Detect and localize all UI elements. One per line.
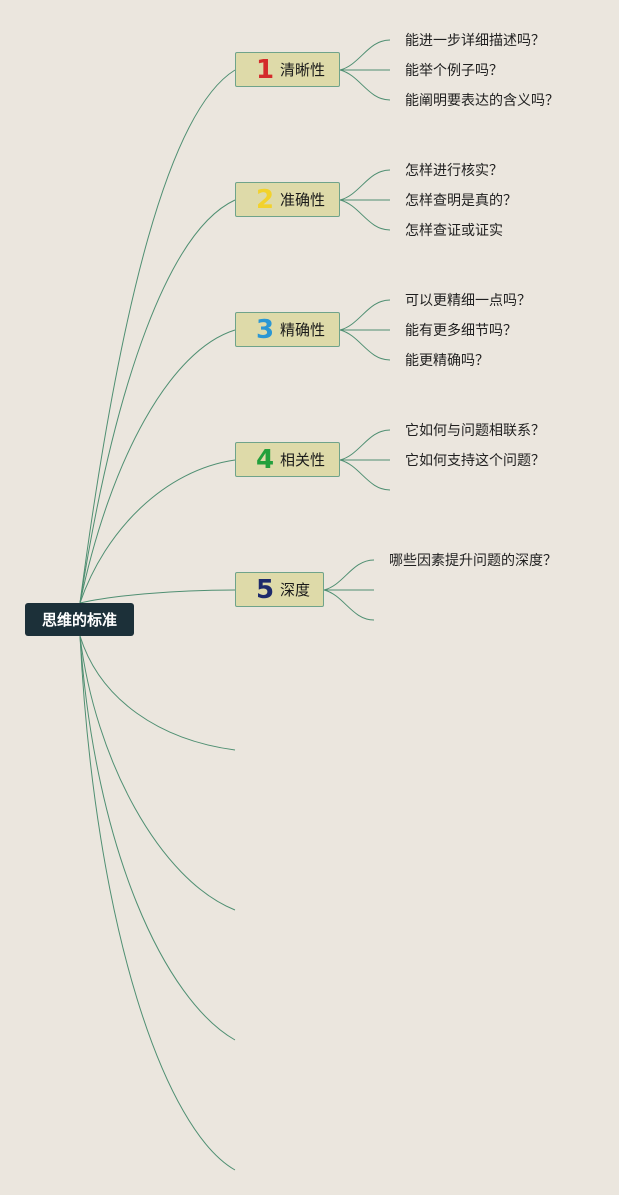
number-3-icon: 3 (255, 314, 275, 345)
connector-root-empty-2 (79, 635, 236, 911)
connector-root-branch-2 (79, 199, 236, 604)
connector-root-branch-5 (79, 589, 236, 604)
branch-relevance[interactable]: 4 相关性 (235, 442, 340, 477)
connector-b3-leaf-3 (339, 329, 391, 361)
connector-b1-leaf-3 (339, 69, 391, 101)
leaf-item[interactable]: 能阐明要表达的含义吗？ (405, 93, 559, 109)
connector-b1-leaf-1 (339, 39, 391, 71)
leaf-item[interactable]: 它如何支持这个问题？ (405, 453, 545, 469)
branch-label: 准确性 (280, 191, 326, 209)
number-5-icon: 5 (255, 574, 275, 605)
connector-root-empty-4 (79, 635, 236, 1171)
leaf-item[interactable]: 怎样进行核实？ (405, 163, 503, 179)
connector-root-empty-1 (79, 635, 236, 751)
connector-b2-leaf-1 (339, 169, 391, 201)
leaf-item[interactable]: 可以更精细一点吗？ (405, 293, 531, 309)
connector-root-branch-1 (79, 69, 236, 604)
root-label: 思维的标准 (41, 611, 117, 629)
number-1-icon: 1 (255, 54, 275, 85)
leaf-item[interactable]: 能举个例子吗？ (405, 63, 503, 79)
leaf-item[interactable]: 怎样查明是真的？ (405, 193, 517, 209)
root-node[interactable]: 思维的标准 (25, 603, 134, 636)
branch-label: 精确性 (280, 321, 326, 339)
leaf-item[interactable]: 怎样查证或证实 (405, 223, 503, 239)
branch-depth[interactable]: 5 深度 (235, 572, 324, 607)
connector-root-branch-3 (79, 329, 236, 604)
branch-label: 相关性 (280, 451, 326, 469)
connector-b5-leaf-1 (323, 559, 375, 591)
connector-root-branch-4 (79, 459, 236, 604)
connector-root-empty-3 (79, 635, 236, 1041)
branch-accuracy[interactable]: 2 准确性 (235, 182, 340, 217)
connector-b3-leaf-1 (339, 299, 391, 331)
connector-b4-leaf-1 (339, 429, 391, 461)
connector-b2-leaf-3 (339, 199, 391, 231)
branch-label: 清晰性 (280, 61, 326, 79)
leaf-item[interactable]: 哪些因素提升问题的深度？ (389, 553, 557, 569)
connector-b5-leaf-3 (323, 589, 375, 621)
branch-clarity[interactable]: 1 清晰性 (235, 52, 340, 87)
leaf-item[interactable]: 它如何与问题相联系？ (405, 423, 545, 439)
number-4-icon: 4 (255, 444, 275, 475)
number-2-icon: 2 (255, 184, 275, 215)
leaf-item[interactable]: 能更精确吗？ (405, 353, 489, 369)
branch-label: 深度 (280, 581, 311, 599)
leaf-item[interactable]: 能有更多细节吗？ (405, 323, 517, 339)
leaf-item[interactable]: 能进一步详细描述吗？ (405, 33, 545, 49)
connector-b4-leaf-3 (339, 459, 391, 491)
branch-precision[interactable]: 3 精确性 (235, 312, 340, 347)
